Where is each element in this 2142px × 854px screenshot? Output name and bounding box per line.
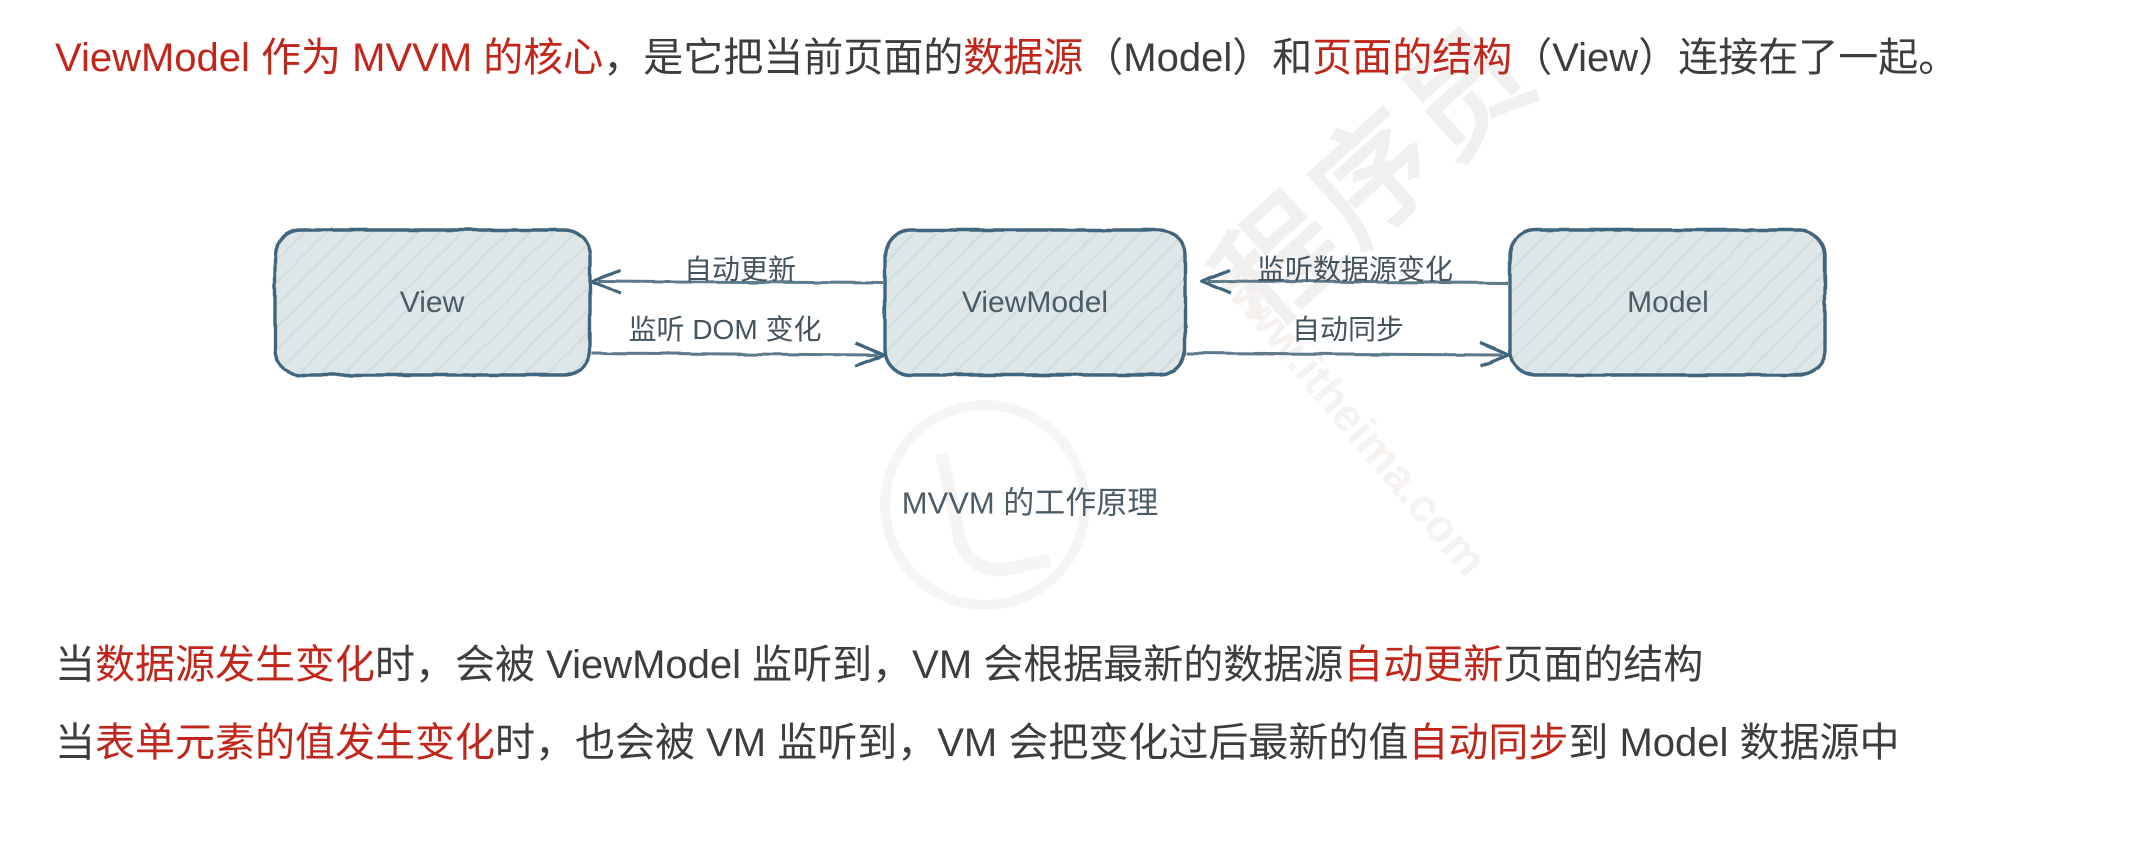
- edge-vm-to-view-line: [597, 279, 884, 285]
- edge-vm-to-model-line: [1186, 351, 1504, 357]
- body-b-seg-0: 当: [55, 721, 95, 765]
- intro-seg-5: （View）连接在了一起。: [1512, 36, 1959, 80]
- body-a-seg-0: 当: [55, 643, 95, 687]
- body-line-a: 当数据源发生变化时，会被 ViewModel 监听到，VM 会根据最新的数据源自…: [55, 640, 1703, 691]
- body-line-b: 当表单元素的值发生变化时，也会被 VM 监听到，VM 会把变化过后最新的值自动同…: [55, 718, 1900, 769]
- node-label-viewmodel: ViewModel: [961, 286, 1109, 319]
- intro-seg-1: ，是它把当前页面的: [603, 36, 964, 80]
- intro-seg-2: 数据源: [963, 36, 1084, 80]
- edge-model-to-vm-arrowhead: [1200, 268, 1232, 295]
- node-model-shape: [1508, 228, 1827, 377]
- intro-seg-0: ViewModel 作为 MVVM 的核心: [55, 36, 604, 80]
- edge-label-vm-to-view: 自动更新: [683, 254, 797, 285]
- node-view-shape: [273, 228, 592, 377]
- intro-seg-3: （Model）和: [1083, 36, 1313, 80]
- body-b-seg-4: 到 Model 数据源中: [1568, 721, 1900, 765]
- body-a-seg-3: 自动更新: [1343, 643, 1504, 687]
- edge-label-vm-to-model: 自动同步: [1291, 314, 1405, 345]
- body-a-seg-2: 时，会被 ViewModel 监听到，VM 会根据最新的数据源: [375, 643, 1344, 687]
- intro-seg-4: 页面的结构: [1312, 36, 1513, 80]
- body-a-seg-4: 页面的结构: [1503, 643, 1704, 687]
- intro-paragraph: ViewModel 作为 MVVM 的核心，是它把当前页面的数据源（Model）…: [55, 33, 1958, 84]
- body-a-seg-1: 数据源发生变化: [95, 643, 375, 687]
- node-label-model: Model: [1627, 286, 1709, 319]
- diagram-canvas: [273, 228, 1827, 377]
- edge-model-to-vm-line: [1207, 279, 1509, 285]
- body-b-seg-2: 时，也会被 VM 监听到，VM 会把变化过后最新的值: [495, 721, 1409, 765]
- mvvm-diagram: View ViewModel Model 自动更新 监听 DOM 变化 监听数据…: [0, 150, 2142, 590]
- node-viewmodel-shape: [883, 228, 1187, 377]
- diagram-caption: MVVM 的工作原理: [901, 485, 1159, 521]
- edge-label-model-to-vm: 监听数据源变化: [1256, 254, 1454, 285]
- node-label-view: View: [399, 286, 465, 319]
- edge-view-to-vm-line: [591, 351, 879, 357]
- edge-label-view-to-vm: 监听 DOM 变化: [628, 314, 822, 345]
- body-b-seg-3: 自动同步: [1408, 721, 1569, 765]
- edge-vm-to-model-arrowhead: [1479, 341, 1511, 368]
- edge-view-to-vm-arrowhead: [854, 341, 886, 368]
- edge-vm-to-view-arrowhead: [590, 268, 622, 295]
- body-b-seg-1: 表单元素的值发生变化: [95, 721, 495, 765]
